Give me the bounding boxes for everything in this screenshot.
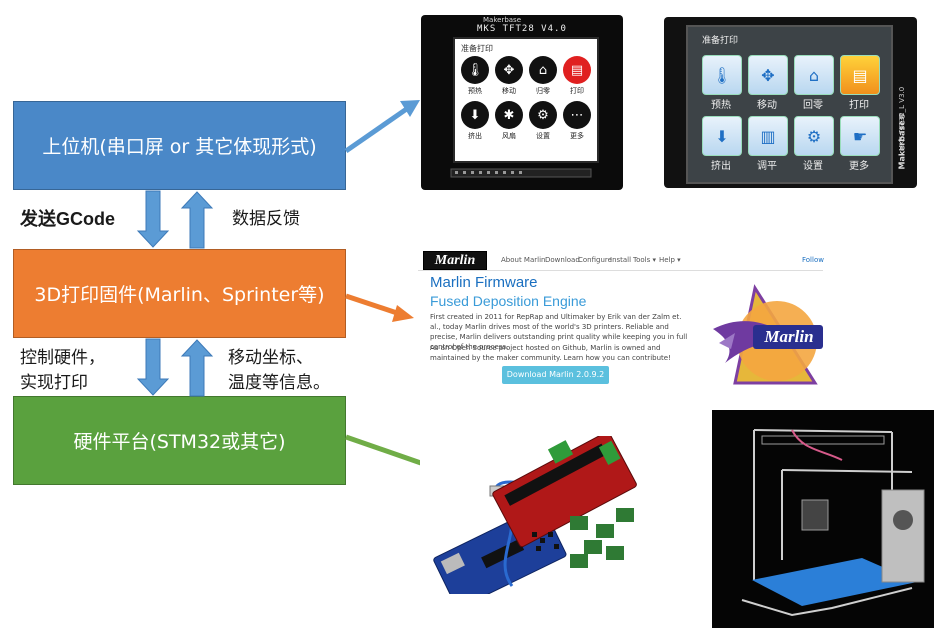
- marlin-title: Marlin Firmware: [430, 274, 538, 291]
- tft28-title: 准备打印: [461, 44, 493, 53]
- more-icon: ⋯: [563, 101, 591, 129]
- tft28-btn-label: 预热: [468, 87, 482, 95]
- marlin-emblem-text: Marlin: [764, 327, 814, 346]
- tft32-screen: 准备打印 🌡 ✥ ⌂ ▤ 预热 移动 回零 打印 ⬇ ▥ ⚙ ☛ 挤出 调平 设…: [686, 25, 893, 184]
- tft28-btn-label: 设置: [536, 132, 550, 140]
- tft32-btn-label: 设置: [803, 161, 823, 172]
- printer-icon: ▤: [563, 56, 591, 84]
- download-button[interactable]: Download Marlin 2.0.9.2: [502, 366, 609, 384]
- nav-install[interactable]: Install: [610, 256, 632, 264]
- marlin-subtitle: Fused Deposition Engine: [430, 293, 587, 309]
- label-realize-print: 实现打印: [20, 373, 88, 393]
- move-icon: ✥: [495, 56, 523, 84]
- arrow-up-feedback: [180, 191, 214, 249]
- hardware-box: 硬件平台(STM32或其它): [13, 396, 346, 485]
- printer-icon: ▤: [840, 55, 880, 95]
- tft28-btn-label: 风扇: [502, 132, 516, 140]
- hardware-box-label: 硬件平台(STM32或其它): [73, 431, 286, 453]
- host-box: 上位机(串口屏 or 其它体现形式): [13, 101, 346, 190]
- extrude-icon: ⬇: [702, 116, 742, 156]
- move-icon: ✥: [748, 55, 788, 95]
- label-send-gcode: 发送GCode: [20, 209, 116, 229]
- tft28-photo: Makerbase MKS TFT28 V4.0 准备打印 🌡 ✥ ⌂ ▤ 预热…: [421, 15, 623, 190]
- tft28-screen: 准备打印 🌡 ✥ ⌂ ▤ 预热 移动 归零 打印 ⬇ ✱ ⚙ ⋯ 挤出 风扇 设…: [453, 37, 599, 163]
- home-icon: ⌂: [794, 55, 834, 95]
- host-box-label: 上位机(串口屏 or 其它体现形式): [42, 136, 317, 158]
- marlin-community: As an Open Source project hosted on Gith…: [430, 344, 671, 362]
- tft32-btn-label: 移动: [757, 100, 777, 111]
- label-control-hw: 控制硬件，: [20, 348, 105, 368]
- tft28-btn-label: 更多: [570, 132, 584, 140]
- marlin-emblem: [713, 284, 823, 385]
- arrow-host-to-screen: [344, 105, 410, 154]
- nav-about[interactable]: About Marlin: [501, 256, 546, 264]
- nav-tools[interactable]: Tools ▾: [633, 256, 656, 264]
- tft32-btn-label: 挤出: [711, 161, 731, 172]
- fan-icon: ✱: [495, 101, 523, 129]
- level-icon: ▥: [748, 116, 788, 156]
- hardware-board-photo: [420, 436, 650, 594]
- tft28-btn-label: 归零: [536, 87, 550, 95]
- arrow-down-send: [136, 190, 170, 248]
- nav-configure[interactable]: Configure: [578, 256, 612, 264]
- site-divider: [418, 270, 823, 271]
- label-move-coords: 移动坐标、: [228, 348, 313, 368]
- arrow-firmware-to-marlin: [345, 293, 401, 317]
- tft32-btn-label: 回零: [803, 100, 823, 111]
- printer-photo: [712, 410, 934, 628]
- tft32-btn-label: 打印: [849, 100, 869, 111]
- tft32-title: 准备打印: [702, 36, 739, 46]
- tft32-vertical-label: Makerbase® MKS TFT32_L V3.0: [892, 47, 914, 177]
- tft32-btn-label: 预热: [711, 100, 731, 111]
- thermometer-icon: 🌡: [702, 55, 742, 95]
- tft32-btn-label: 更多: [849, 161, 869, 172]
- marlin-logo[interactable]: Marlin: [423, 251, 487, 270]
- tft32-btn-label: 调平: [757, 161, 777, 172]
- marlin-intro: First created in 2011 for RepRap and Ult…: [430, 313, 688, 351]
- tft32-photo: 准备打印 🌡 ✥ ⌂ ▤ 预热 移动 回零 打印 ⬇ ▥ ⚙ ☛ 挤出 调平 设…: [664, 17, 917, 188]
- nav-follow[interactable]: Follow: [802, 256, 824, 264]
- tft28-btn-label: 打印: [570, 87, 584, 95]
- label-temp-info: 温度等信息。: [228, 373, 330, 393]
- tft28-brand: Makerbase: [483, 16, 522, 24]
- gear-icon: ⚙: [529, 101, 557, 129]
- label-data-feedback: 数据反馈: [232, 209, 300, 229]
- home-icon: ⌂: [529, 56, 557, 84]
- arrow-up-info: [180, 339, 214, 397]
- nav-download[interactable]: Download: [545, 256, 580, 264]
- gear-icon: ⚙: [794, 116, 834, 156]
- tft32-model: MKS TFT32_L V3.0: [898, 86, 906, 151]
- thermometer-icon: 🌡: [461, 56, 489, 84]
- tft28-btn-label: 挤出: [468, 132, 482, 140]
- firmware-box-label: 3D打印固件(Marlin、Sprinter等): [34, 284, 325, 306]
- tft28-pins: [450, 168, 592, 178]
- arrow-down-control: [136, 338, 170, 396]
- tft28-btn-label: 移动: [502, 87, 516, 95]
- firmware-box: 3D打印固件(Marlin、Sprinter等): [13, 249, 346, 338]
- extrude-icon: ⬇: [461, 101, 489, 129]
- tft28-model: MKS TFT28 V4.0: [477, 24, 567, 34]
- more-icon: ☛: [840, 116, 880, 156]
- nav-help[interactable]: Help ▾: [659, 256, 681, 264]
